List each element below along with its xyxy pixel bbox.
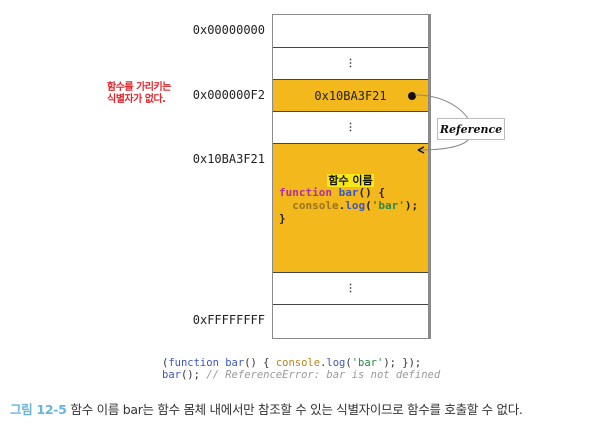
annotation-line-2: 식별자가 없다. <box>107 94 166 105</box>
no-identifier-annotation: 함수를 가리키는 식별자가 없다. <box>107 82 171 106</box>
address-function: 0x10BA3F21 <box>192 152 265 166</box>
code-example: (function bar() { console.log('bar'); })… <box>162 357 441 381</box>
memory-cell-start <box>273 15 428 48</box>
memory-block: ⋮ 0x10BA3F21 ⋮ 함수 이름 function bar() { co… <box>272 14 431 339</box>
reference-label: Reference <box>437 118 505 140</box>
pointer-dot-icon <box>408 91 416 100</box>
figure-label: 그림 12-5 <box>10 402 67 417</box>
address-end: 0xFFFFFFFF <box>192 313 265 327</box>
variable-value: 0x10BA3F21 <box>314 88 387 103</box>
memory-cell-function-object: 함수 이름 function bar() { console.log('bar'… <box>273 144 428 273</box>
memory-cell-end <box>273 305 428 338</box>
memory-cell-gap-3: ⋮ <box>273 273 428 305</box>
memory-cell-gap-1: ⋮ <box>273 48 428 80</box>
memory-cell-gap-2: ⋮ <box>273 112 428 144</box>
function-code: function bar() { console.log('bar'); } <box>279 186 419 225</box>
address-variable: 0x000000F2 <box>192 88 265 102</box>
annotation-line-1: 함수를 가리키는 <box>107 82 171 93</box>
function-name-label: 함수 이름 <box>327 174 374 187</box>
memory-cell-variable: 0x10BA3F21 <box>273 80 428 112</box>
ellipsis-icon: ⋮ <box>345 122 356 133</box>
ellipsis-icon: ⋮ <box>345 58 356 69</box>
caption-text: 함수 이름 bar는 함수 몸체 내에서만 참조할 수 있는 식별자이므로 함수… <box>70 402 523 417</box>
address-start: 0x00000000 <box>192 23 265 37</box>
ellipsis-icon: ⋮ <box>345 283 356 294</box>
